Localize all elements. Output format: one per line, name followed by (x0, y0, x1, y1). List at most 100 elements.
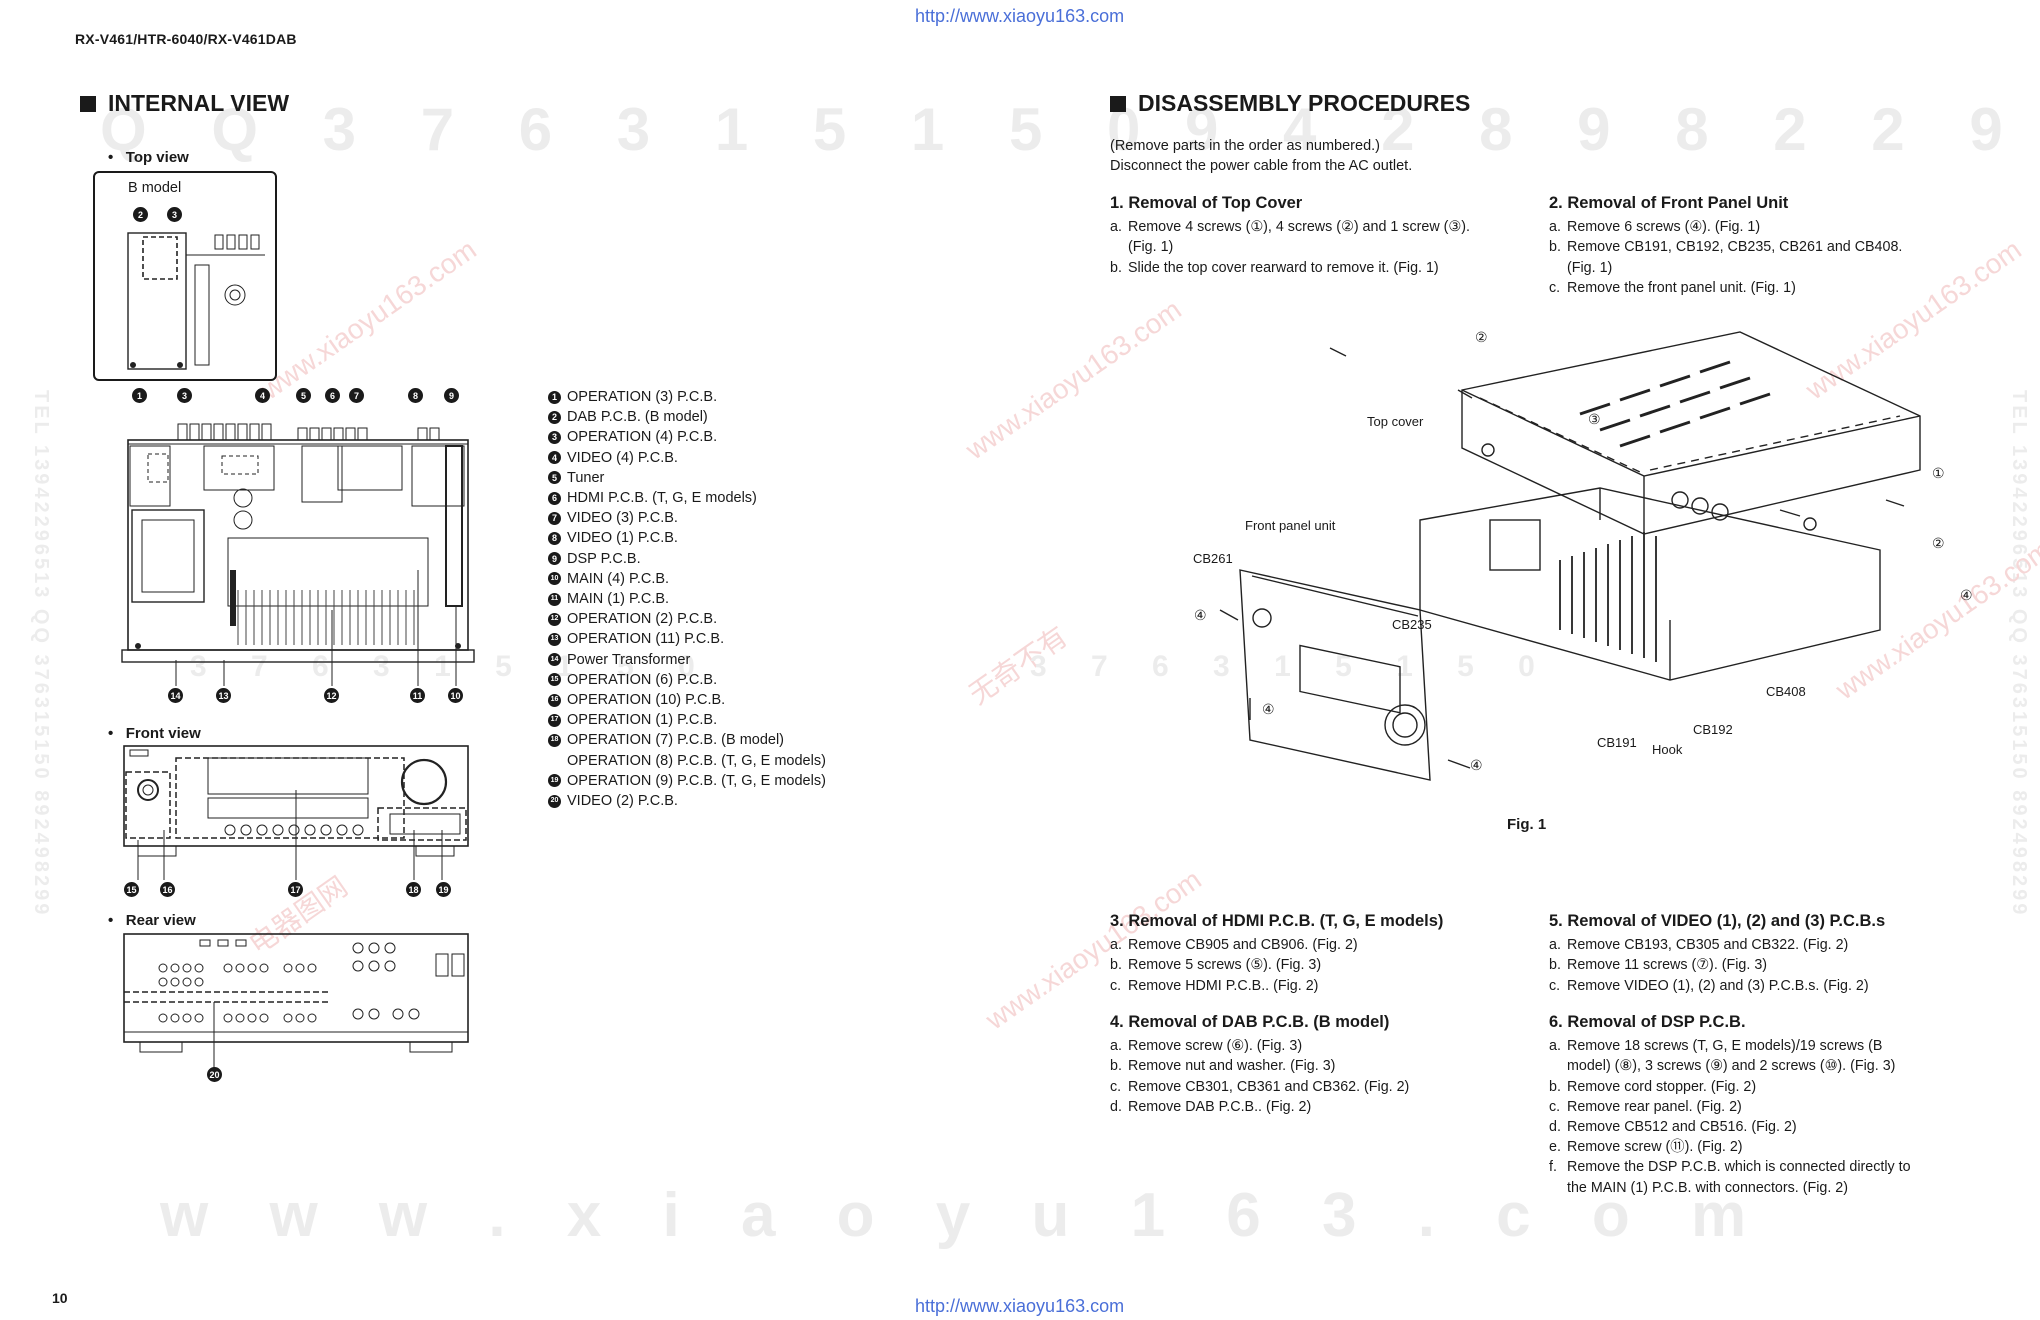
step-item-letter: b. (1110, 259, 1122, 276)
legend-text: OPERATION (1) P.C.B. (567, 712, 718, 729)
legend-text: OPERATION (4) P.C.B. (567, 429, 718, 446)
step-item: a. Remove CB905 and CB906. (Fig. 2) (1110, 935, 1530, 955)
legend-text-continued: OPERATION (8) P.C.B. (T, G, E models) (567, 752, 826, 769)
number-badge-icon: 12 (548, 612, 561, 626)
legend-text: OPERATION (6) P.C.B. (567, 671, 718, 688)
step-item-text: Remove screw (⑪). (Fig. 2) (1567, 1139, 1743, 1156)
step-item-text: Remove CB905 and CB906. (Fig. 2) (1128, 937, 1358, 954)
square-bullet-icon (1110, 95, 1126, 112)
step-item-text: Remove CB301, CB361 and CB362. (Fig. 2) (1128, 1078, 1410, 1095)
svg-text:④: ④ (1960, 587, 1973, 603)
b-model-inset: B model 2 3 (93, 171, 277, 381)
front-view-drawing (123, 745, 469, 880)
internal-view-title: INTERNAL VIEW (80, 90, 289, 117)
watermark-cn-2: www.xiaoyu163.com (960, 293, 1187, 466)
marker-3: 3 (177, 388, 192, 403)
step-item-text: Remove 6 screws (④). (Fig. 1) (1567, 219, 1761, 236)
number-badge-icon: 14 (548, 653, 561, 667)
number-badge-icon: 16 (548, 693, 561, 707)
step-item-text: Remove CB193, CB305 and CB322. (Fig. 2) (1567, 937, 1849, 954)
legend-text: OPERATION (3) P.C.B. (567, 389, 718, 405)
step-item-letter: e. (1549, 1139, 1561, 1156)
top-view-markers-bottom: 14 13 12 11 10 (168, 688, 498, 708)
watermark-qq-right: 9 4 2 8 9 8 2 2 9 9 (1185, 96, 2040, 163)
svg-text:④: ④ (1262, 701, 1275, 717)
step-item-text-continued: (Fig. 1) (1128, 239, 1174, 256)
number-badge-icon: 2 (548, 410, 561, 424)
step-item-text: Remove 18 screws (T, G, E models)/19 scr… (1567, 1038, 1883, 1055)
label-top-cover: Top cover (1367, 414, 1424, 429)
intro-power-note: Disconnect the power cable from the AC o… (1110, 158, 1413, 174)
marker-11: 11 (410, 688, 425, 703)
step-item: d.Remove CB512 and CB516. (Fig. 2) (1549, 1117, 1979, 1137)
number-badge-icon: 10 (548, 572, 561, 586)
step-item-text: Remove CB191, CB192, CB235, CB261 and CB… (1567, 239, 1903, 256)
step-title: 5. Removal of VIDEO (1), (2) and (3) P.C… (1549, 912, 1886, 930)
svg-text:②: ② (1475, 329, 1488, 345)
front-view-label: • Front view (108, 725, 201, 742)
watermark-side-left: TEL 13942296513 QQ 376315150 892498299 (30, 390, 52, 918)
svg-text:③: ③ (1588, 411, 1601, 427)
step-item-text: Remove the DSP P.C.B. which is connected… (1567, 1159, 1911, 1176)
step-item: a. Remove 18 screws (T, G, E models)/19 s… (1549, 1036, 1979, 1076)
step-item-text: Remove screw (⑥). (Fig. 3) (1128, 1038, 1303, 1055)
step-item: e. Remove screw (⑪). (Fig. 2) (1549, 1137, 1979, 1157)
step-item: a. Remove screw (⑥). (Fig. 3) (1110, 1036, 1530, 1056)
marker-12: 12 (324, 688, 339, 703)
marker-7: 7 (349, 388, 364, 403)
step-4-dab-pcb: 4. Removal of DAB P.C.B. (B model)a.Remo… (1110, 1012, 1530, 1117)
marker-14: 14 (168, 688, 183, 703)
marker-18: 18 (406, 882, 421, 897)
legend-text: OPERATION (9) P.C.B. (T, G, E models) (567, 772, 826, 789)
step-item: b.Remove CB191, CB192, CB235, CB261 and … (1549, 237, 1979, 277)
b-model-label: B model (128, 180, 182, 196)
legend-text: VIDEO (4) P.C.B. (567, 449, 678, 466)
front-view-markers: 15 16 17 18 19 (124, 882, 464, 902)
step-title: 3. Removal of HDMI P.C.B. (T, G, E model… (1110, 912, 1444, 930)
label-cb191: CB191 (1597, 735, 1637, 750)
marker-19: 19 (436, 882, 451, 897)
step-item-letter: a. (1549, 1038, 1561, 1055)
step-item-letter: b. (1110, 1058, 1122, 1075)
step-item-text: Remove CB512 and CB516. (Fig. 2) (1567, 1119, 1797, 1136)
step-item: b.Slide the top cover rearward to remove… (1110, 258, 1530, 278)
step-item: a.Remove CB193, CB305 and CB322. (Fig. 2… (1549, 935, 1979, 955)
label-cb192: CB192 (1693, 722, 1733, 737)
step-item-letter: a. (1110, 937, 1122, 954)
step-item-letter: c. (1549, 279, 1561, 296)
watermark-digits-1: 3 7 6 3 1 5 1 5 0 (1030, 650, 1553, 683)
legend-text: DAB P.C.B. (B model) (567, 409, 708, 426)
step-item-text: Remove HDMI P.C.B.. (Fig. 2) (1128, 977, 1319, 994)
label-front-panel-unit: Front panel unit (1245, 518, 1336, 533)
step-item-letter: b. (1110, 957, 1122, 974)
legend-text: VIDEO (1) P.C.B. (567, 530, 678, 547)
bottom-url-link[interactable]: http://www.xiaoyu163.com (915, 1296, 1125, 1316)
svg-text:④: ④ (1470, 757, 1483, 773)
marker-1: 1 (132, 388, 147, 403)
legend-item: 10 MAIN (4) P.C.B. (548, 569, 888, 589)
marker-15: 15 (124, 882, 139, 897)
step-item-letter: a. (1110, 1038, 1122, 1055)
step-item-text-continued: model) (⑧), 3 screws (⑨) and 2 screws (⑩… (1567, 1058, 1896, 1075)
step-item-text: Remove 11 screws (⑦). (Fig. 3) (1567, 957, 1768, 974)
label-cb408: CB408 (1766, 684, 1806, 699)
svg-text:②: ② (1932, 535, 1945, 551)
top-url-link[interactable]: http://www.xiaoyu163.com (915, 6, 1125, 26)
step-item-letter: a. (1110, 219, 1122, 236)
step-item: d.Remove DAB P.C.B.. (Fig. 2) (1110, 1097, 1530, 1117)
legend-text: MAIN (4) P.C.B. (567, 570, 670, 587)
watermark-cn-1: www.xiaoyu163.com (255, 233, 482, 406)
label-hook: Hook (1652, 742, 1683, 757)
marker-9: 9 (444, 388, 459, 403)
